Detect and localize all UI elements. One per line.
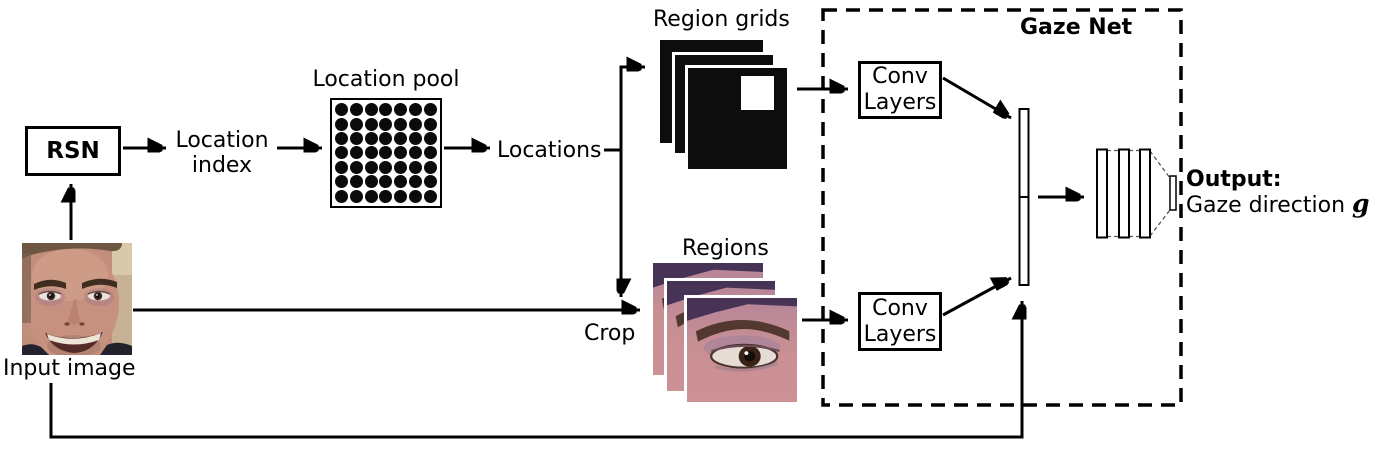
location-pool-dot (408, 175, 422, 189)
region-grid-selected-cell (741, 76, 774, 110)
location-pool-dot (394, 160, 408, 174)
conv-layers-bottom-box: Conv Layers (858, 292, 942, 351)
location-pool-dot (394, 175, 408, 189)
crop-label: Crop (584, 321, 636, 346)
location-pool-dot (423, 175, 437, 189)
location-pool-dot (379, 146, 393, 160)
location-pool-dot (335, 117, 349, 131)
location-index-label: Location index (168, 128, 276, 178)
conv-bottom-line1: Conv (872, 295, 928, 321)
location-pool-dot (394, 117, 408, 131)
location-pool-dot (350, 117, 364, 131)
location-pool-label: Location pool (312, 67, 460, 92)
location-pool-dot (408, 189, 422, 203)
location-pool-dot (408, 117, 422, 131)
location-pool-dot (335, 160, 349, 174)
location-pool-dot (423, 146, 437, 160)
conv-top-line2: Layers (863, 90, 937, 115)
rsn-box: RSN (25, 126, 121, 176)
location-pool-dot (364, 189, 378, 203)
location-pool-dot (350, 146, 364, 160)
location-pool-dot (364, 117, 378, 131)
input-face-image (22, 243, 132, 355)
conv-layers-top-box: Conv Layers (858, 61, 942, 119)
location-pool-dot (350, 189, 364, 203)
region-grid-front (685, 65, 790, 172)
output-label: Output: Gaze direction g (1186, 168, 1370, 218)
output-description: Gaze direction g (1186, 189, 1370, 218)
location-pool-dot (423, 117, 437, 131)
location-pool-dot (350, 175, 364, 189)
locations-label: Locations (497, 138, 602, 163)
concat-feature-bar (1018, 108, 1030, 286)
location-pool-dot (350, 103, 364, 117)
location-pool-dot (379, 175, 393, 189)
location-pool-dot (379, 189, 393, 203)
location-pool-dot (335, 175, 349, 189)
conv-bottom-line2: Layers (863, 321, 937, 347)
location-pool-dot (408, 160, 422, 174)
location-pool-dot (408, 146, 422, 160)
location-pool-dot (335, 189, 349, 203)
location-pool-dot (423, 160, 437, 174)
arrow-locations-to-region-grids (619, 67, 645, 150)
location-pool-dot (379, 132, 393, 146)
location-pool-dot (379, 103, 393, 117)
location-pool-dot (364, 146, 378, 160)
location-pool-dot (379, 117, 393, 131)
location-pool-dot (394, 103, 408, 117)
fc-layer-bars (1096, 148, 1177, 239)
eye-region-front (684, 295, 800, 405)
location-pool-dot (335, 103, 349, 117)
location-pool-dot (408, 103, 422, 117)
location-pool-dot (394, 189, 408, 203)
arrow-conv-bottom-to-bar (942, 276, 1012, 317)
arrow-conv-top-to-bar (942, 76, 1011, 120)
location-pool-dot (423, 189, 437, 203)
conv-top-line1: Conv (872, 64, 928, 89)
region-grids-label: Region grids (653, 7, 790, 32)
location-pool-dot (364, 103, 378, 117)
location-pool-dot (394, 132, 408, 146)
regions-label: Regions (682, 236, 769, 261)
rsn-label: RSN (46, 138, 100, 164)
input-image-label: Input image (3, 356, 136, 381)
output-vector-bar (1169, 175, 1177, 211)
location-pool-dot (379, 160, 393, 174)
gaze-vector-symbol: g (1352, 189, 1370, 218)
location-pool-dot (350, 160, 364, 174)
location-index-line2: index (191, 153, 253, 178)
location-pool-dot (408, 132, 422, 146)
location-pool-dot (364, 175, 378, 189)
output-title: Output: (1186, 167, 1282, 192)
location-pool-dot (335, 132, 349, 146)
location-pool-dot (364, 160, 378, 174)
location-pool-dot (394, 146, 408, 160)
location-pool-dot (423, 103, 437, 117)
location-pool-dot (335, 146, 349, 160)
location-pool-dot (423, 132, 437, 146)
gaze-net-label: Gaze Net (1020, 15, 1133, 40)
location-pool-dot (350, 132, 364, 146)
location-index-line1: Location (175, 128, 269, 153)
location-pool-grid (330, 98, 442, 208)
location-pool-dot (364, 132, 378, 146)
